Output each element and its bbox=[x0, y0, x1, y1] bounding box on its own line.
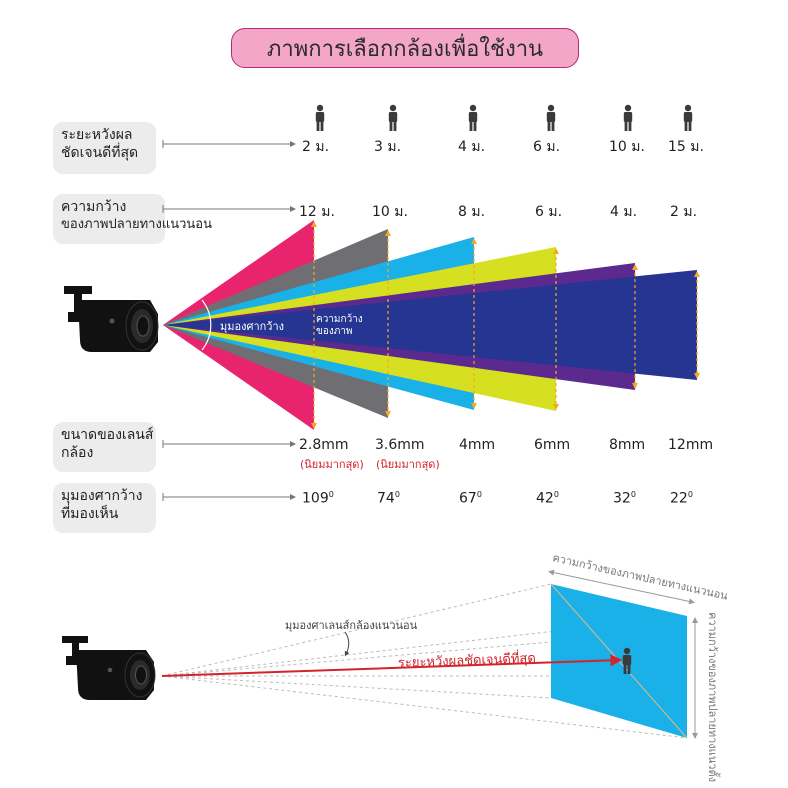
angle-value: 420 bbox=[536, 490, 559, 507]
plane-height-label: ความกว้างของภาพปลายทางแนวตั้ง bbox=[706, 612, 721, 782]
page-title: ภาพการเลือกกล้องเพื่อใช้งาน bbox=[231, 28, 579, 68]
distance-value: 3 ม. bbox=[374, 139, 402, 155]
person-icon bbox=[468, 104, 478, 131]
angle-value: 740 bbox=[377, 490, 400, 507]
person-icon bbox=[315, 104, 325, 131]
person-icon bbox=[388, 104, 398, 131]
view-cones bbox=[163, 220, 697, 430]
distance-value: 15 ม. bbox=[668, 139, 704, 155]
fan-width-label-1: ความกว้าง bbox=[316, 313, 363, 325]
lens-value: 12mm bbox=[668, 437, 714, 453]
person-icon bbox=[623, 104, 633, 131]
popular-note: (นิยมมากสุด) bbox=[376, 458, 440, 471]
popular-note: (นิยมมากสุด) bbox=[300, 458, 364, 471]
angle-label-line2: ที่มองเห็น bbox=[61, 506, 119, 522]
lens-value: 4mm bbox=[459, 437, 496, 453]
bottom-diagram bbox=[161, 569, 698, 739]
distance-label-box: ระยะหวังผล ชัดเจนดีที่สุด bbox=[53, 122, 156, 174]
lens-value: 8mm bbox=[609, 437, 646, 453]
fan-width-label-2: ของภาพ bbox=[316, 326, 353, 337]
person-icon bbox=[546, 104, 556, 131]
width-value: 2 ม. bbox=[670, 204, 698, 220]
width-label-line1: ความกว้าง bbox=[61, 199, 127, 215]
angle-label-box: มุมองศากว้าง ที่มองเห็น bbox=[53, 483, 156, 533]
angle-value: 670 bbox=[459, 490, 482, 507]
lens-label-box: ขนาดของเลนส์ กล้อง bbox=[53, 422, 156, 472]
lens-angle-label: มุมองศาเลนส์กล้องแนวนอน bbox=[285, 619, 418, 632]
angle-arc bbox=[201, 299, 212, 351]
camera-icon-bottom bbox=[62, 636, 156, 700]
width-value: 4 ม. bbox=[610, 204, 638, 220]
fan-angle-label: มุมองศากว้าง bbox=[220, 320, 284, 333]
distance-label-line1: ระยะหวังผล bbox=[61, 127, 133, 143]
distance-value: 10 ม. bbox=[609, 139, 645, 155]
lens-value: 3.6mm bbox=[375, 437, 425, 453]
width-value: 8 ม. bbox=[458, 204, 486, 220]
distance-label-line2: ชัดเจนดีที่สุด bbox=[61, 145, 139, 161]
angle-value: 1090 bbox=[302, 490, 334, 507]
distance-value: 6 ม. bbox=[533, 139, 561, 155]
lens-value: 6mm bbox=[534, 437, 571, 453]
width-label-box: ความกว้าง ของภาพปลายทางแนวนอน bbox=[53, 194, 212, 244]
lens-value: 2.8mm bbox=[299, 437, 349, 453]
lens-label-line1: ขนาดของเลนส์ bbox=[61, 427, 154, 443]
camera-icon bbox=[64, 286, 159, 352]
person-icon bbox=[683, 104, 693, 131]
lens-label-line2: กล้อง bbox=[61, 445, 94, 461]
distance-ray-label: ระยะหวังผลชัดเจนดีที่สุด bbox=[398, 649, 536, 671]
angle-label-line1: มุมองศากว้าง bbox=[61, 488, 143, 504]
distance-ray bbox=[161, 654, 623, 677]
width-value: 6 ม. bbox=[535, 204, 563, 220]
angle-value: 320 bbox=[613, 490, 636, 507]
cone-12mm bbox=[163, 270, 697, 380]
width-value: 12 ม. bbox=[299, 204, 335, 220]
distance-value: 2 ม. bbox=[302, 139, 330, 155]
distance-value: 4 ม. bbox=[458, 139, 486, 155]
angle-value: 220 bbox=[670, 490, 693, 507]
width-value: 10 ม. bbox=[372, 204, 408, 220]
